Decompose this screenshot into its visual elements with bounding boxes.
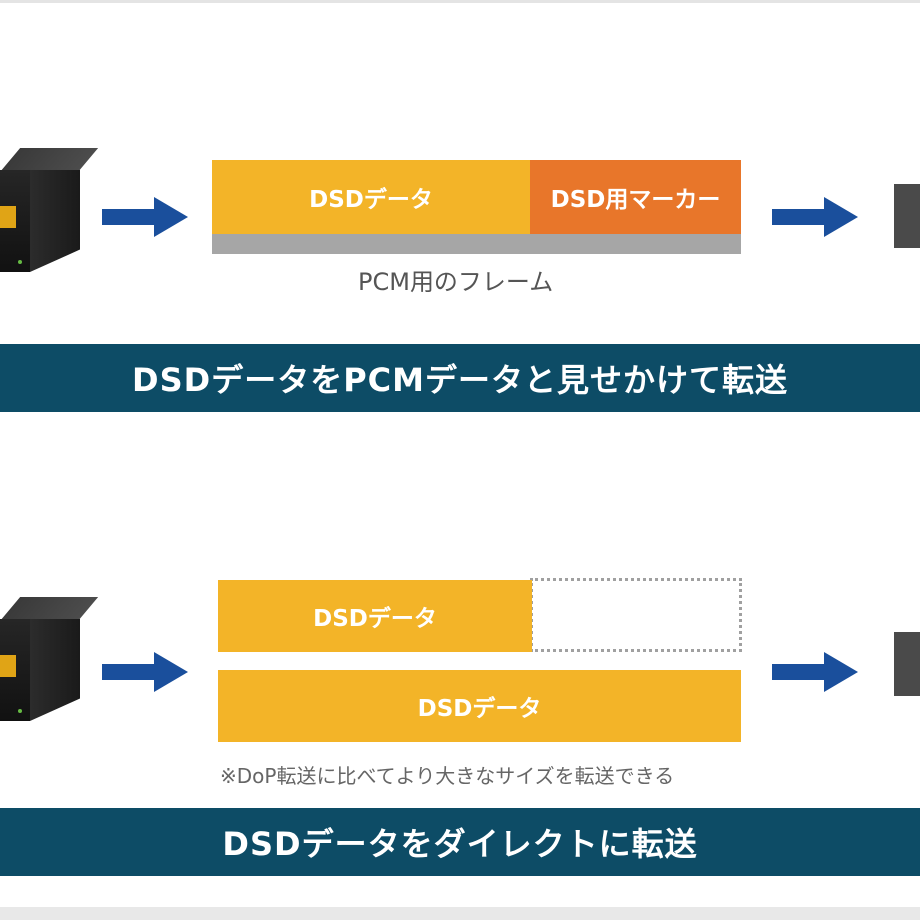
right-arrow-icon <box>100 197 190 237</box>
dsd-marker-block: DSD用マーカー <box>530 160 741 234</box>
top-rule <box>0 0 920 3</box>
right-arrow-icon <box>770 197 860 237</box>
audio-device-icon <box>0 597 99 747</box>
dsd-data-block-bottom: DSDデータ <box>218 670 741 742</box>
empty-slot-block <box>530 578 742 652</box>
dsd-data-block-top: DSDデータ <box>218 580 532 652</box>
audio-device-icon <box>0 148 99 298</box>
dsd-data-label: DSDデータ <box>309 187 433 213</box>
transfer-note: ※DoP転送に比べてより大きなサイズを転送できる <box>220 764 675 788</box>
receiver-device-icon <box>894 184 920 248</box>
pcm-frame-label: PCM用のフレーム <box>358 268 554 296</box>
native-banner: DSDデータをダイレクトに転送 <box>0 808 920 876</box>
right-arrow-icon <box>770 652 860 692</box>
dop-banner: DSDデータをPCMデータと見せかけて転送 <box>0 344 920 412</box>
dsd-data-label-top: DSDデータ <box>313 606 437 632</box>
dsd-data-block: DSDデータ <box>212 160 530 234</box>
dsd-marker-label: DSD用マーカー <box>550 187 721 213</box>
bottom-rule <box>0 907 920 920</box>
receiver-device-icon <box>894 632 920 696</box>
right-arrow-icon <box>100 652 190 692</box>
dsd-data-label-bottom: DSDデータ <box>417 696 542 722</box>
